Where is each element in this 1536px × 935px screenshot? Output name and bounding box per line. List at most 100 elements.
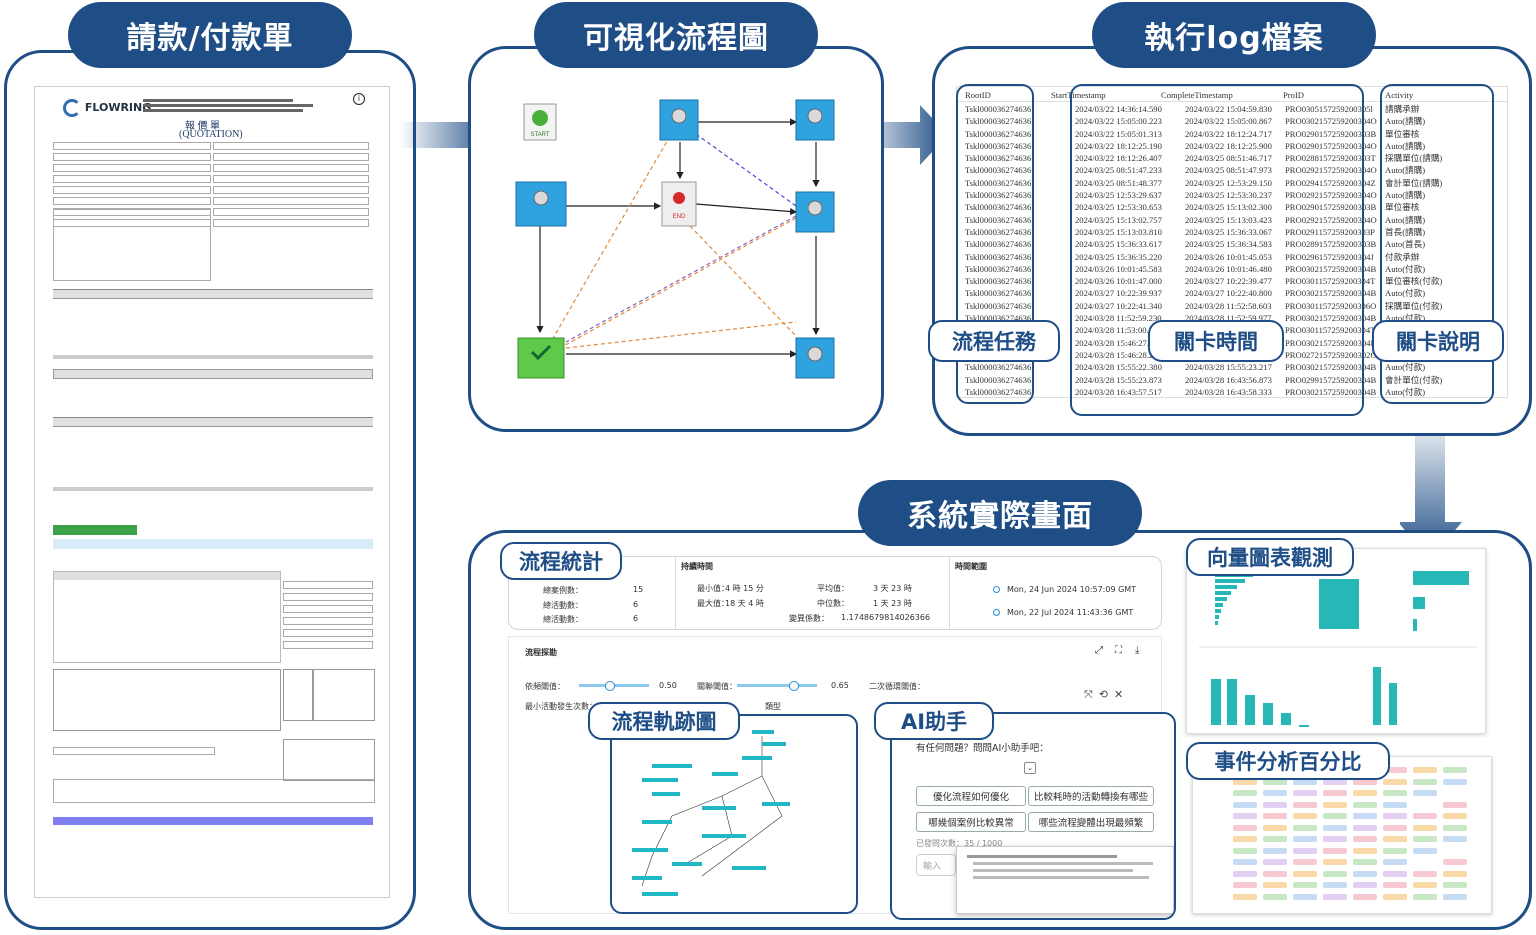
start-node[interactable]: START	[523, 103, 557, 141]
log-cell: Tskl000036274636	[965, 226, 1032, 237]
expand-icon[interactable]: ⤢	[1095, 645, 1103, 656]
ai-response-card	[956, 846, 1174, 914]
green-buttons[interactable]	[53, 525, 137, 535]
remarks-box[interactable]	[53, 669, 281, 731]
download-icon[interactable]: ⤓	[1135, 645, 1140, 656]
form-fields-right	[213, 139, 369, 230]
total-cases-label: 總案例數：	[543, 586, 583, 595]
log-cell: Tskl000036274636	[965, 128, 1032, 139]
max-value: 18 天 4 時	[725, 599, 764, 608]
percent-tag	[1443, 836, 1467, 842]
percent-tag	[1383, 870, 1407, 877]
log-cell: 2024/03/28 16:43:57.517	[1075, 386, 1162, 397]
log-cell: Tskl000036274636	[965, 104, 1032, 114]
percent-tag	[1443, 824, 1467, 831]
percent-tag	[1263, 882, 1287, 888]
info-icon[interactable]: i	[353, 93, 365, 105]
ai-chip-2[interactable]: 比較耗時的活動轉換有哪些	[1028, 786, 1154, 806]
percent-tag	[1323, 778, 1347, 785]
percent-tag	[1443, 859, 1467, 865]
freq-slider[interactable]	[579, 681, 649, 691]
percent-tag	[1263, 893, 1287, 900]
task-node-top-mid[interactable]	[659, 99, 699, 141]
header-rootid[interactable]: RootID	[965, 90, 991, 100]
log-cell: Auto(首長)	[1385, 239, 1426, 250]
explore-title: 流程探勘	[525, 648, 557, 657]
percent-tag	[1443, 801, 1467, 808]
ai-input[interactable]: 輸入	[916, 854, 956, 876]
total-cases: 15	[633, 585, 644, 594]
header-activity[interactable]: Activity	[1385, 90, 1414, 100]
ai-close-icons[interactable]: ⤧⟲✕	[1084, 688, 1130, 701]
ai-chip-4[interactable]: 哪些流程變體出現最頻繁	[1028, 812, 1154, 832]
assoc-value[interactable]: 0.65	[831, 681, 849, 690]
log-cell: Tskl000036274636	[965, 239, 1032, 250]
header-proid[interactable]: ProID	[1283, 90, 1305, 100]
task-node-request[interactable]	[515, 181, 567, 227]
assoc-slider[interactable]	[737, 681, 817, 691]
percent-tag	[1293, 801, 1317, 808]
freq-value[interactable]: 0.50	[659, 681, 677, 690]
log-cell: 單位審核	[1385, 128, 1420, 139]
percent-tag	[1263, 836, 1287, 842]
fullscreen-icon[interactable]: ⛶	[1115, 645, 1122, 656]
log-cell: 2024/03/27 10:22:39.477	[1185, 276, 1272, 287]
ai-collapse-icon[interactable]: ⌄	[1024, 762, 1036, 774]
percent-tag	[1383, 847, 1407, 854]
total-activities-label: 總活動數：	[543, 601, 583, 610]
flowring-logo: FLOWRING	[63, 99, 151, 117]
percent-tag	[1293, 847, 1317, 854]
form-fields-left	[53, 139, 211, 230]
end-node[interactable]: END	[661, 181, 697, 227]
approval-textarea[interactable]	[53, 779, 375, 803]
quotation-form-screenshot: FLOWRING i 報 價 單 (QUOTATION)	[34, 86, 390, 898]
log-cell: Auto(請購)	[1385, 214, 1426, 225]
label-trail: 流程軌跡圖	[588, 702, 740, 740]
percent-grid	[1233, 767, 1489, 913]
ai-chip-1[interactable]: 優化流程如何優化	[916, 786, 1026, 806]
notes-textarea[interactable]	[53, 209, 211, 281]
log-cell: Tskl000036274636	[965, 288, 1032, 299]
log-cell: 2024/03/28 16:43:56.873	[1185, 374, 1272, 385]
log-cell: PRO0302157259200304B	[1285, 337, 1377, 348]
log-cell: Tskl000036274636	[965, 153, 1032, 164]
avg-label: 平均值：	[817, 584, 849, 593]
percent-tag	[1383, 824, 1407, 831]
side-fields	[283, 577, 373, 667]
log-cell: Tskl000036274636	[965, 165, 1032, 176]
range-end: Mon, 22 Jul 2024 11:43:36 GMT	[1007, 608, 1134, 617]
log-cell: 2024/03/25 15:13:02.757	[1075, 214, 1162, 225]
process-flow-diagram: START END	[500, 86, 852, 398]
percent-tag	[1383, 893, 1407, 900]
log-cell: PRO0292157259200304O	[1285, 190, 1377, 201]
percent-tag	[1233, 847, 1257, 854]
task-node-bottom-right[interactable]	[795, 337, 835, 379]
task-node-mid-right[interactable]	[795, 191, 835, 233]
task-node-top-right[interactable]	[795, 99, 835, 141]
header-complete[interactable]: CompleteTimestamp	[1161, 90, 1233, 100]
task-node-bottom-left[interactable]	[517, 337, 565, 379]
percent-tag	[1293, 893, 1317, 900]
ai-chip-3[interactable]: 哪幾個案例比較異常	[916, 812, 1026, 832]
